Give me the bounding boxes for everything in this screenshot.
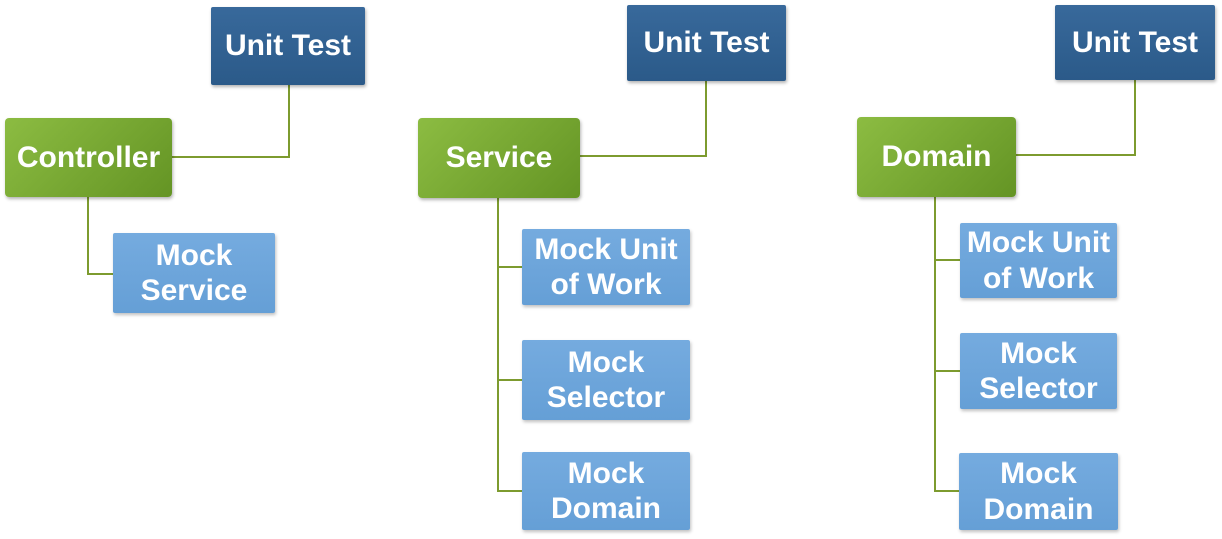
connector-service-stub-1 xyxy=(497,266,522,268)
connector-service-stub-3 xyxy=(497,490,522,492)
node-controller: Controller xyxy=(5,118,172,197)
connector-domain-stub-2 xyxy=(934,370,960,372)
node-mock-selector-service: Mock Selector xyxy=(522,340,690,420)
node-mock-selector-domain: Mock Selector xyxy=(960,333,1117,409)
connector-unittest-controller-run xyxy=(172,156,290,158)
connector-unittest-controller-riser xyxy=(288,85,290,158)
node-mock-domain-domain: Mock Domain xyxy=(959,453,1118,530)
connector-controller-trunk xyxy=(87,197,89,275)
node-unit-test-2: Unit Test xyxy=(627,5,786,81)
node-mock-domain-service: Mock Domain xyxy=(522,452,690,530)
connector-domain-stub-3 xyxy=(934,490,960,492)
connector-unittest-domain-run xyxy=(1016,154,1136,156)
connector-controller-stub-1 xyxy=(87,273,113,275)
node-unit-test-3: Unit Test xyxy=(1055,5,1215,80)
connector-service-stub-2 xyxy=(497,379,522,381)
node-unit-test-1: Unit Test xyxy=(211,7,365,85)
node-mock-unit-of-work-domain: Mock Unit of Work xyxy=(960,223,1117,298)
connector-domain-stub-1 xyxy=(934,259,960,261)
node-mock-service: Mock Service xyxy=(113,233,275,313)
connector-unittest-service-riser xyxy=(705,81,707,157)
connector-unittest-service-run xyxy=(580,155,707,157)
connector-service-trunk xyxy=(497,198,499,492)
node-mock-unit-of-work-service: Mock Unit of Work xyxy=(522,229,690,305)
node-service: Service xyxy=(418,118,580,198)
node-domain: Domain xyxy=(857,117,1016,197)
connector-unittest-domain-riser xyxy=(1134,80,1136,156)
connector-domain-trunk xyxy=(934,197,936,492)
